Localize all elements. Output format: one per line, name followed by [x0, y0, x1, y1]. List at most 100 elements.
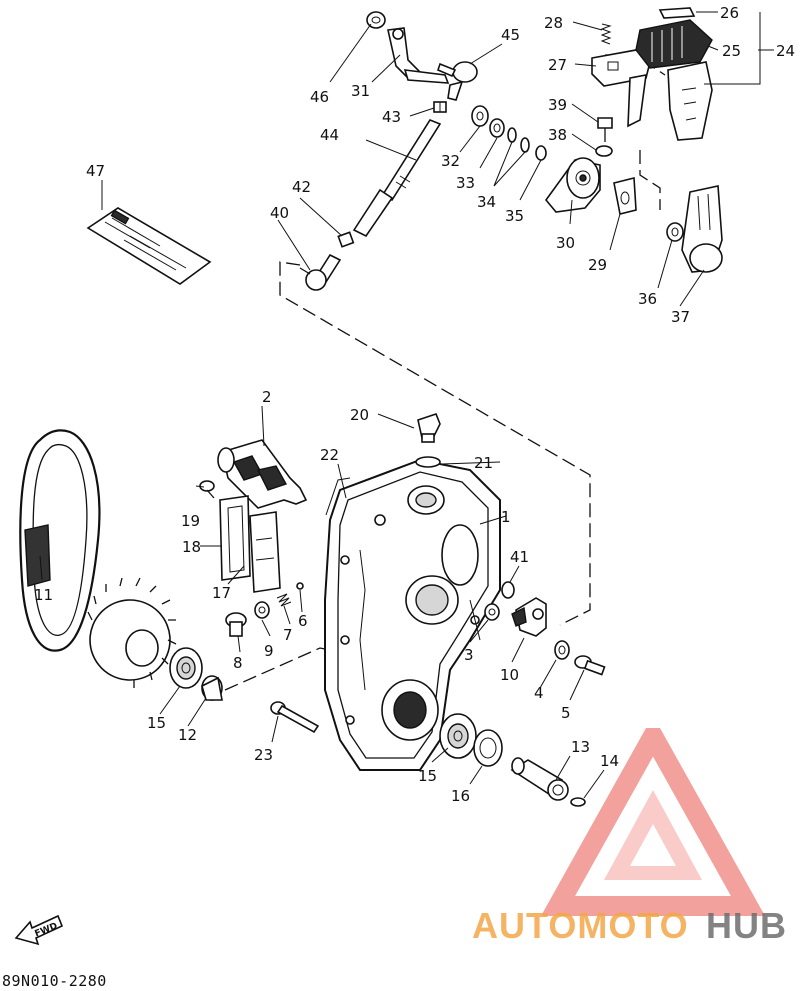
part-25-grip [635, 19, 713, 69]
part-39-bolt [597, 117, 613, 142]
watermark-text-secondary: HUB [706, 905, 787, 946]
callout-28: 28 [544, 14, 563, 32]
callout-23: 23 [254, 746, 273, 764]
callout-41: 41 [510, 548, 529, 566]
callout-5: 5 [561, 704, 571, 722]
part-16-oil-seal [473, 729, 503, 767]
callout-22: 22 [320, 446, 339, 464]
callout-43: 43 [382, 108, 401, 126]
callout-30: 30 [556, 234, 575, 252]
callout-9: 9 [264, 642, 274, 660]
part-8-bolt [225, 612, 247, 637]
part-3-washer [484, 603, 500, 621]
callout-46: 46 [310, 88, 329, 106]
callout-37: 37 [671, 308, 690, 326]
part-47-warning-label [86, 207, 212, 285]
part-36-nut [666, 222, 684, 242]
callout-27: 27 [548, 56, 567, 74]
part-26-grip-cap [658, 7, 696, 19]
part-22-gasket [325, 477, 351, 516]
callout-47: 47 [86, 162, 105, 180]
part-24-shift-handle [667, 61, 713, 141]
part-29-clip [613, 176, 637, 215]
part-sprocket-gear [87, 577, 177, 688]
part-40-rod-end [299, 253, 342, 291]
part-38-washer [595, 145, 613, 157]
part-18-gasket [219, 495, 251, 581]
part-27-handle-bracket [591, 49, 651, 128]
leader-lines [39, 11, 774, 799]
callout-numbers: 1 2 3 4 5 6 7 8 9 10 11 12 13 14 15 15 1… [34, 4, 795, 805]
automotohub-watermark-logo: AUTOMOTO HUB [470, 715, 800, 958]
part-19-screw [199, 480, 215, 499]
callout-10: 10 [500, 666, 519, 684]
callout-19: 19 [181, 512, 200, 530]
callout-2: 2 [262, 388, 272, 406]
part-31-shift-lever [387, 27, 450, 84]
callout-44: 44 [320, 126, 339, 144]
part-41-washer [501, 581, 515, 599]
part-37-cover [681, 185, 723, 273]
callout-14: 14 [600, 752, 619, 770]
part-14-o-ring [570, 797, 586, 807]
callout-35: 35 [505, 207, 524, 225]
part-6-ball [296, 582, 304, 590]
callout-34: 34 [477, 193, 496, 211]
part-13-shaft-sleeve [510, 757, 569, 801]
callout-7: 7 [283, 626, 293, 644]
callout-31: 31 [351, 82, 370, 100]
callout-29: 29 [588, 256, 607, 274]
callout-17: 17 [212, 584, 231, 602]
automotohub-logo-icon: AUTOMOTO HUB [472, 715, 787, 946]
callout-21: 21 [474, 454, 493, 472]
callout-4: 4 [534, 684, 544, 702]
callout-16: 16 [451, 787, 470, 805]
callout-42: 42 [292, 178, 311, 196]
callout-15-right: 15 [418, 767, 437, 785]
forward-arrow-icon: FWD [14, 914, 64, 946]
drawing-code: 89N010-2280 [2, 972, 107, 990]
callout-36: 36 [638, 290, 657, 308]
part-12-collar [201, 675, 223, 701]
part-35-washer [535, 145, 547, 161]
callout-20: 20 [350, 406, 369, 424]
callout-3: 3 [464, 646, 474, 664]
fwd-label: FWD [33, 921, 59, 939]
part-11-drive-belt [19, 429, 101, 652]
callout-11: 11 [34, 586, 53, 604]
part-17-plate [249, 511, 281, 593]
part-45-ball-joint [437, 61, 478, 101]
callout-33: 33 [456, 174, 475, 192]
part-7-spring [276, 593, 292, 607]
watermark-text-primary: AUTOMOTO [472, 905, 689, 946]
part-4-washer [554, 640, 570, 660]
part-32-bushing [471, 105, 489, 127]
callout-38: 38 [548, 126, 567, 144]
callout-12: 12 [178, 726, 197, 744]
callout-32: 32 [441, 152, 460, 170]
part-34-washers [507, 127, 530, 153]
callout-8: 8 [233, 654, 243, 672]
callout-24: 24 [776, 42, 795, 60]
callout-6: 6 [298, 612, 308, 630]
part-1-transmission-case [324, 458, 501, 771]
callout-15-left: 15 [147, 714, 166, 732]
callout-13: 13 [571, 738, 590, 756]
part-15-bearing-left [169, 647, 203, 689]
part-20-plug [417, 413, 441, 443]
callout-1: 1 [501, 508, 511, 526]
part-44-shift-rod [352, 119, 442, 238]
callout-39: 39 [548, 96, 567, 114]
part-43-nut [433, 101, 447, 113]
part-23-bolt [270, 701, 320, 734]
part-21-o-ring [415, 456, 441, 468]
callout-25: 25 [722, 42, 741, 60]
part-2-shift-drum [217, 439, 308, 509]
part-46-nut [366, 11, 386, 29]
part-10-lever [511, 597, 547, 637]
part-15-bearing-right [439, 713, 477, 759]
callout-40: 40 [270, 204, 289, 222]
callout-26: 26 [720, 4, 739, 22]
